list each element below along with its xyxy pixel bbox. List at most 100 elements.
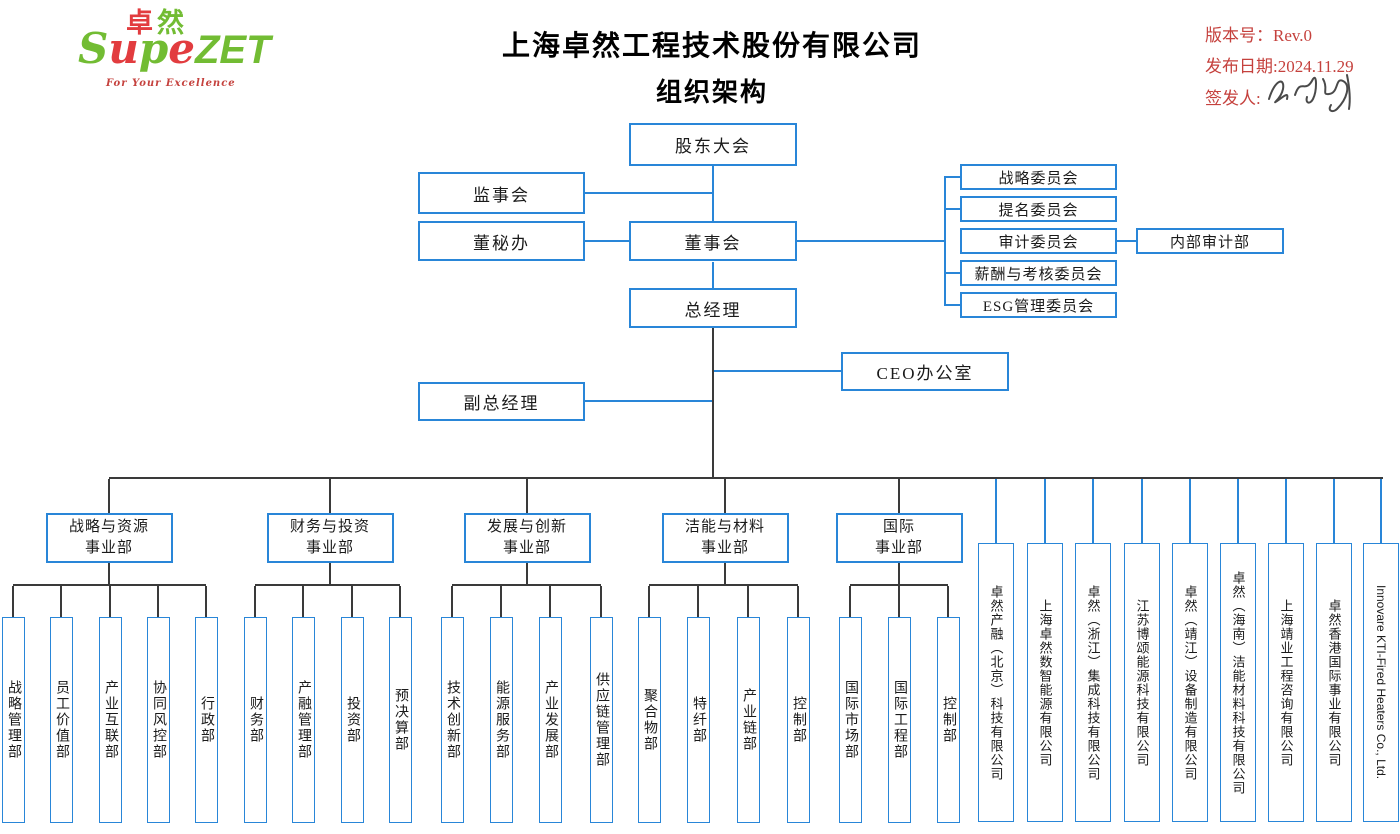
box-committee-0: 战略委员会	[960, 164, 1117, 190]
logo-tagline: For Your Excellence	[106, 78, 236, 89]
version-line: 版本号：Rev.0	[1205, 26, 1313, 45]
connector-line	[712, 166, 714, 221]
logo-letter: p	[138, 24, 169, 73]
division-label-line2: 事业部	[502, 540, 551, 556]
box-deputy-general-manager: 副总经理	[418, 382, 585, 421]
connector-line	[724, 479, 726, 513]
box-dept-3-0: 聚合物部	[637, 617, 661, 823]
box-subsidiary-6: 上海靖业工程咨询有限公司	[1268, 543, 1304, 822]
box-dept-1-0: 财务部	[243, 617, 267, 823]
company-logo: 卓然 SupeZET For Your Excellence	[78, 6, 278, 106]
connector-line	[1117, 240, 1136, 242]
connector-line	[526, 563, 528, 585]
box-division-4: 国际事业部	[835, 513, 963, 563]
connector-line	[157, 586, 159, 617]
connector-line	[898, 563, 900, 585]
box-board-secretary-office: 董秘办	[418, 221, 585, 261]
box-dept-0-2: 产业互联部	[98, 617, 122, 823]
connector-line	[329, 479, 331, 513]
document-meta: 版本号：Rev.0 发布日期:2024.11.29 签发人:	[1205, 20, 1359, 117]
box-general-manager: 总经理	[629, 288, 797, 328]
connector-line	[797, 240, 945, 242]
logo-letter: u	[108, 24, 139, 73]
box-dept-4-0: 国际市场部	[838, 617, 862, 823]
box-dept-3-2: 产业链部	[736, 617, 760, 823]
connector-line	[500, 586, 502, 617]
box-dept-3-1: 特纤部	[686, 617, 710, 823]
division-label-line1: 国际	[882, 519, 915, 535]
connector-line	[995, 478, 997, 543]
connector-line	[898, 479, 900, 513]
connector-line	[60, 586, 62, 617]
box-division-2: 发展与创新事业部	[463, 513, 591, 563]
connector-line	[451, 586, 453, 617]
connector-line	[712, 328, 714, 479]
box-subsidiary-7: 卓然香港国际事业有限公司	[1316, 543, 1352, 822]
box-dept-2-3: 供应链管理部	[589, 617, 613, 823]
connector-line	[712, 262, 714, 288]
logo-letter: S	[78, 24, 109, 73]
box-dept-4-2: 控制部	[936, 617, 960, 823]
logo-cn-char-zhuo: 卓	[126, 8, 157, 38]
release-date-line: 发布日期:2024.11.29	[1205, 57, 1354, 77]
connector-line	[205, 586, 207, 617]
connector-line	[12, 586, 14, 617]
connector-line	[944, 272, 960, 274]
box-subsidiary-0: 卓然产融（北京）科技有限公司	[978, 543, 1014, 822]
connector-line	[1189, 478, 1191, 543]
box-dept-0-0: 战略管理部	[1, 617, 25, 823]
box-dept-2-0: 技术创新部	[440, 617, 464, 823]
box-subsidiary-1: 上海卓然数智能源有限公司	[1027, 543, 1063, 822]
connector-line	[452, 584, 601, 586]
connector-line	[747, 586, 749, 617]
signature-image	[1267, 73, 1351, 113]
connector-line	[526, 479, 528, 513]
connector-line	[697, 586, 699, 617]
division-label-line1: 财务与投资	[289, 519, 370, 535]
connector-line	[585, 192, 713, 194]
box-dept-1-1: 产融管理部	[291, 617, 315, 823]
division-label-line2: 事业部	[874, 540, 923, 556]
connector-line	[849, 586, 851, 617]
connector-line	[585, 400, 713, 402]
box-division-0: 战略与资源事业部	[45, 513, 173, 563]
connector-line	[108, 479, 110, 513]
connector-line	[797, 586, 799, 617]
connector-line	[399, 586, 401, 617]
box-dept-3-3: 控制部	[786, 617, 810, 823]
box-shareholders-meeting: 股东大会	[629, 123, 797, 166]
connector-line	[108, 563, 110, 585]
box-internal-audit-dept: 内部审计部	[1136, 228, 1284, 254]
box-committee-2: 审计委员会	[960, 228, 1117, 254]
box-committee-1: 提名委员会	[960, 196, 1117, 222]
page-title: 上海卓然工程技术股份有限公司	[501, 31, 923, 62]
logo-zet-text: ZET	[195, 28, 271, 72]
connector-line	[898, 586, 900, 617]
logo-letter: e	[168, 24, 195, 73]
connector-line	[600, 586, 602, 617]
connector-line	[549, 586, 551, 617]
connector-line	[1141, 478, 1143, 543]
division-label-line2: 事业部	[700, 540, 749, 556]
box-division-1: 财务与投资事业部	[266, 513, 394, 563]
box-division-3: 洁能与材料事业部	[661, 513, 789, 563]
connector-line	[648, 586, 650, 617]
connector-line	[109, 477, 1383, 479]
box-subsidiary-5: 卓然（海南）洁能材料科技有限公司	[1220, 543, 1256, 822]
connector-line	[649, 584, 798, 586]
connector-line	[109, 586, 111, 617]
signer-line: 签发人:	[1205, 73, 1359, 117]
connector-line	[944, 176, 946, 306]
box-board-of-directors: 董事会	[629, 221, 797, 261]
connector-line	[713, 370, 841, 372]
connector-line	[724, 563, 726, 585]
box-dept-0-1: 员工价值部	[49, 617, 73, 823]
box-subsidiary-8: Innovare KTI-Fired Heaters Co., Ltd.	[1363, 543, 1399, 822]
connector-line	[329, 563, 331, 585]
box-dept-0-4: 行政部	[194, 617, 218, 823]
division-label-line2: 事业部	[84, 540, 133, 556]
connector-line	[254, 586, 256, 617]
signer-label: 签发人:	[1205, 88, 1261, 108]
